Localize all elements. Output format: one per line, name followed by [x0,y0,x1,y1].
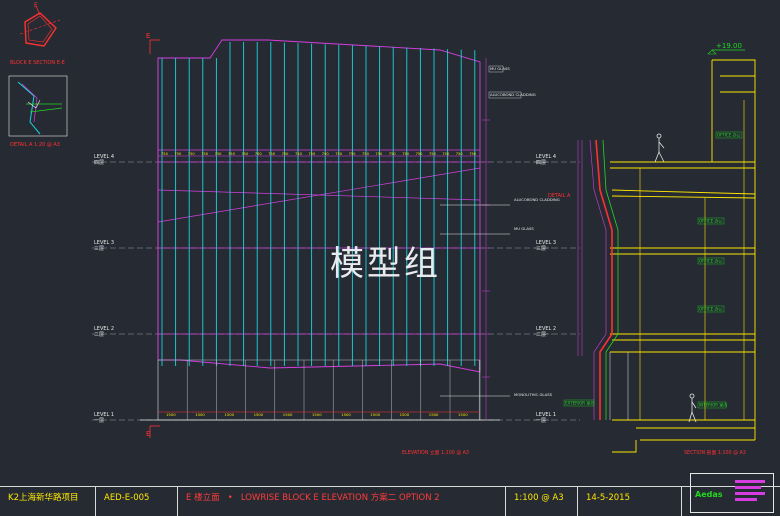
dim-top-label: 750 [188,152,196,156]
aedas-logo: Aedas [695,490,723,499]
section-title: SECTION 剖面 1:100 @ A3 [684,449,746,456]
dim-top-label: 750 [442,152,450,156]
watermark: 模型组 [330,244,441,284]
dim-top-label: 750 [174,152,182,156]
annotation-3: ALUCOBOND CLADDING [514,197,560,202]
elev-level-4-sub: 四层 [94,160,104,166]
dim-bottom-label: 1500 [370,412,380,417]
elev-level-2: LEVEL 2 [94,326,114,332]
dim-bottom-label: 1500 [166,412,176,417]
detail-tag: DETAIL A [548,193,571,199]
section-mark-bottom: E [146,430,150,438]
dim-top-label: 750 [456,152,464,156]
cad-drawing: E BLOCK E SECTION E-E DETAIL A 1:20 @ A3… [8,2,756,456]
dim-top-label: 750 [416,152,424,156]
person-figure-lower [688,393,697,423]
person-figure-upper [654,133,665,163]
key-plan: E BLOCK E SECTION E-E [10,2,65,66]
detail-key: DETAIL A 1:20 @ A3 [8,75,68,148]
elev-level-1-sub: 一层 [94,418,104,424]
sect-level-1-sub: 一层 [536,418,546,424]
section-mark-top: E [146,32,150,40]
logo-box: Aedas [690,473,774,513]
title-block: K2上海新华路项目 AED-E-005 E 楼立面 • LOWRISE BLOC… [0,473,780,516]
dim-top-label: 750 [389,152,397,156]
dim-bottom-label: 1500 [254,412,264,417]
dim-bottom-label: 1500 [224,412,234,417]
key-plan-title: BLOCK E SECTION E-E [10,60,65,66]
sect-level-3-sub: 三层 [536,246,546,252]
elev-level-3: LEVEL 3 [94,240,114,246]
drawing-number: AED-E-005 [96,487,178,516]
dim-top-label: 750 [349,152,357,156]
annotation-5: MONOLITHIC GLASS [514,392,553,397]
dim-top-label: 750 [335,152,343,156]
drawing-date: 14-5-2015 [578,487,682,516]
sect-level-2-sub: 二层 [536,332,546,338]
dim-top-label: 750 [268,152,276,156]
sect-level-3: LEVEL 3 [536,240,556,246]
dim-top-label: 750 [282,152,290,156]
elevation-title: ELEVATION 立面 1:100 @ A3 [402,449,469,456]
elev-level-2-sub: 二层 [94,332,104,338]
room-tag-3: OFFICE 办公 [699,258,723,264]
dim-top-label: 750 [255,152,263,156]
dim-top-label: 750 [375,152,383,156]
dim-top-label: 750 [201,152,209,156]
dim-bottom-label: 1500 [341,412,351,417]
dim-bottom-label: 1500 [283,412,293,417]
sect-level-4: LEVEL 4 [536,154,556,160]
dim-bottom-label: 1500 [195,412,205,417]
room-tag-1: OFFICE 办公 [717,132,741,138]
key-plan-mark: E [34,2,38,9]
elev-level-3-sub: 三层 [94,246,104,252]
sect-level-4-sub: 四层 [536,160,546,166]
detail-key-title: DETAIL A 1:20 @ A3 [10,142,60,148]
elev-level-4: LEVEL 4 [94,154,114,160]
dim-bottom-label: 1500 [312,412,322,417]
dim-top-label: 750 [241,152,249,156]
dim-top-label: 750 [362,152,370,156]
dim-top-label: 750 [469,152,477,156]
annotation-1: MU GLASS [490,66,510,71]
dim-bottom-label: 1500 [400,412,410,417]
drawing-scale: 1:100 @ A3 [506,487,578,516]
dim-bottom-label: 1500 [458,412,468,417]
dim-top-label: 750 [215,152,223,156]
room-tag-2: OFFICE 办公 [699,218,723,224]
drawing-title-cn: E 楼立面 [186,493,220,503]
elevation-view: E E LEVEL 4 四层 LEVEL 3 三层 LEVEL 2 二层 LEV… [92,32,560,456]
dim-top-label: 750 [429,152,437,156]
dim-top-label: 750 [322,152,330,156]
room-tag-6: EXTERIOR 室外 [565,400,594,406]
dim-top-label: 750 [308,152,316,156]
project-name: K2上海新华路项目 [0,487,96,516]
annotation-2: ALUCOBOND CLADDING [490,92,536,97]
dim-top-label: 750 [161,152,169,156]
dim-top-label: 750 [402,152,410,156]
drawing-title-en: LOWRISE BLOCK E ELEVATION 方案二 OPTION 2 [240,493,440,503]
section-view: +19.00 LEVEL 4 四层 LEVEL 3 三层 LEVEL 2 二层 … [534,42,756,456]
sect-level-1: LEVEL 1 [536,412,556,418]
room-tag-4: OFFICE 办公 [699,306,723,312]
section-elevation-mark: +19.00 [716,42,742,50]
dim-bottom-label: 1500 [429,412,439,417]
sect-level-2: LEVEL 2 [536,326,556,332]
dim-top-label: 750 [295,152,303,156]
room-tag-5: INTERIOR 室内 [699,402,727,408]
dim-top-label: 750 [228,152,236,156]
annotation-4: MU GLASS [514,226,534,231]
elev-level-1: LEVEL 1 [94,412,114,418]
drawing-title: E 楼立面 • LOWRISE BLOCK E ELEVATION 方案二 OP… [178,487,506,516]
drawing-title-sep: • [227,493,233,503]
